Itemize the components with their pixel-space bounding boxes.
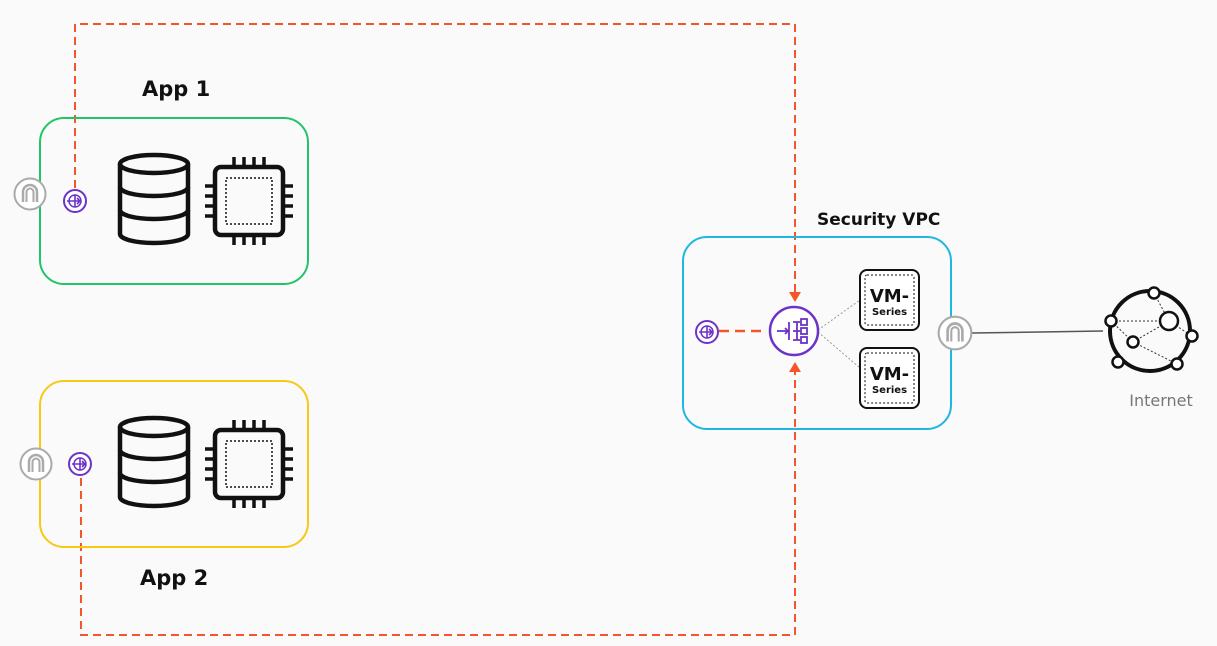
internet-label: Internet: [1129, 391, 1193, 410]
internet-globe-icon: [1104, 286, 1199, 373]
vm-series-sub-label: Series: [872, 385, 907, 396]
route-arrow-bottom: [789, 362, 801, 372]
database-icon: [120, 155, 188, 243]
internet-link: [971, 330, 1104, 334]
vpc-endpoint-icon: [695, 320, 719, 344]
vm-series-main-label: VM-: [870, 364, 909, 385]
app2-label: App 2: [140, 566, 208, 590]
route-arrow-top: [789, 292, 801, 302]
traffic-route-app2: [80, 366, 796, 636]
vm-series-sub-label: Series: [872, 307, 907, 318]
lb-vm-link-2: [817, 331, 861, 369]
security-vpc-label: Security VPC: [817, 210, 940, 230]
cpu-chip-icon: [205, 420, 293, 508]
cpu-chip-icon: [205, 157, 293, 245]
vpc-endpoint-icon: [68, 452, 92, 476]
database-icon: [120, 418, 188, 506]
internet-gateway-icon: [937, 315, 973, 351]
traffic-route-app1: [74, 23, 796, 298]
vm-series-2: VM- Series: [859, 347, 920, 409]
gateway-load-balancer-icon: [768, 305, 820, 357]
internet-gateway-icon: [19, 447, 53, 481]
internet-gateway-icon: [13, 177, 47, 211]
app1-label: App 1: [142, 77, 210, 101]
vm-series-1: VM- Series: [859, 269, 920, 331]
lb-vm-link-1: [817, 299, 861, 331]
vpc-endpoint-icon: [63, 189, 87, 213]
vm-series-main-label: VM-: [870, 286, 909, 307]
